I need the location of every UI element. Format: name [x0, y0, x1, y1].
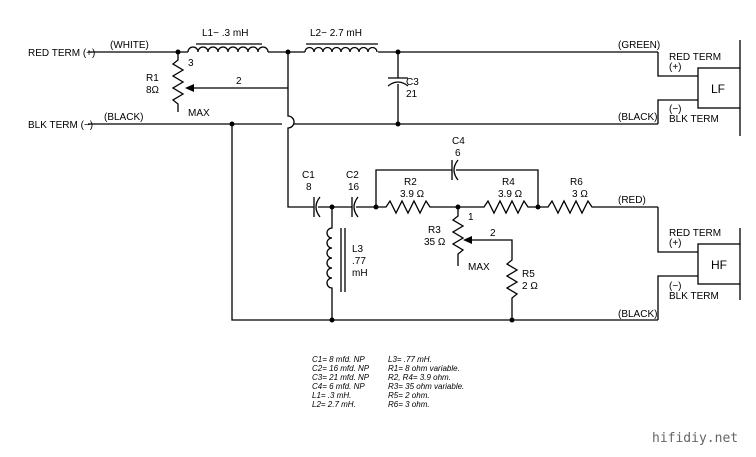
parts-legend: C1= 8 mfd. NP C2= 16 mfd. NP C3= 21 mfd.…	[312, 355, 464, 409]
r3-wiper-arrow	[463, 236, 472, 244]
lf-blk-term-label: BLK TERM	[669, 114, 719, 125]
r2-value-label: 3.9 Ω	[400, 189, 425, 200]
r2-name-label: R2	[404, 177, 417, 188]
lf-terminal-wires	[657, 52, 698, 124]
r4-value-label: 3.9 Ω	[498, 189, 523, 200]
capacitor-c2	[344, 196, 376, 218]
legend-left-line: C1= 8 mfd. NP	[312, 355, 365, 364]
hf-speaker-label: HF	[711, 258, 727, 272]
c1-name-label: C1	[302, 170, 315, 181]
r3-name-label: R3	[428, 225, 441, 236]
resistor-r1	[171, 52, 185, 112]
white-wire-label: (WHITE)	[110, 40, 149, 51]
hf-blk-term-label: BLK TERM	[669, 291, 719, 302]
r6-value-label: 3 Ω	[572, 189, 588, 200]
legend-left-line: C4= 6 mfd. NP	[312, 382, 365, 391]
r3-max-label: MAX	[468, 262, 490, 273]
r1-pin2-label: 2	[236, 76, 242, 87]
r1-name-label: R1	[146, 73, 159, 84]
capacitor-c4	[375, 159, 539, 207]
r1-pin3-label: 3	[188, 58, 194, 69]
legend-left-line: L1= .3 mH.	[312, 391, 351, 400]
hf-speaker-magnet	[697, 243, 741, 285]
l2-label: L2− 2.7 mH	[310, 28, 362, 39]
c3-value-label: 21	[406, 89, 418, 100]
hf-return-wire	[231, 124, 658, 321]
r3-pin1-label: 1	[468, 212, 474, 223]
black-lf-wire-label: (BLACK)	[618, 112, 657, 123]
r3-wiper-wire	[470, 239, 513, 252]
c3-name-label: C3	[406, 77, 419, 88]
green-wire-label: (GREEN)	[618, 40, 660, 51]
c4-name-label: C4	[452, 136, 465, 147]
capacitor-c3	[387, 52, 409, 124]
capacitor-c1	[304, 196, 344, 218]
r3-pin2-label: 2	[490, 228, 496, 239]
black-hf-wire-label: (BLACK)	[618, 309, 657, 320]
hf-plus-label: (+)	[669, 238, 682, 249]
r3-value-label: 35 Ω	[424, 237, 446, 248]
legend-left-line: L2= 2.7 mH.	[312, 400, 356, 409]
r5-value-label: 2 Ω	[522, 281, 538, 292]
junction-dot	[395, 121, 401, 127]
l3-name-label: L3	[352, 244, 364, 255]
red-term-in-label: RED TERM (+)	[28, 48, 95, 59]
r1-wiper-arrow	[185, 84, 194, 92]
lf-red-term-label: RED TERM	[669, 52, 721, 63]
legend-left-line: C3= 21 mfd. NP	[312, 373, 370, 382]
hf-terminal-wires	[657, 207, 698, 320]
l3-value-label: .77	[352, 256, 366, 267]
c1-value-label: 8	[306, 182, 312, 193]
lf-plus-label: (+)	[669, 62, 682, 73]
resistor-r4	[458, 199, 538, 215]
legend-right-line: R2, R4= 3.9 ohm.	[388, 373, 451, 382]
r1-max-label: MAX	[188, 108, 210, 119]
resistor-r6	[538, 199, 658, 215]
legend-right-line: R5= 2 ohm.	[388, 391, 430, 400]
r6-name-label: R6	[570, 177, 583, 188]
hf-red-term-label: RED TERM	[669, 228, 721, 239]
watermark: hifidiy.net	[652, 431, 738, 446]
lf-speaker-label: LF	[711, 82, 725, 96]
hf-feed-wire	[287, 52, 304, 208]
red-hf-wire-label: (RED)	[618, 195, 646, 206]
r1-value-label: 8Ω	[146, 85, 160, 96]
lf-minus-label: (−)	[669, 104, 682, 115]
c4-value-label: 6	[455, 148, 461, 159]
resistor-r5	[505, 252, 519, 320]
c2-name-label: C2	[346, 170, 359, 181]
r4-name-label: R4	[502, 177, 515, 188]
inductor-l2	[304, 43, 378, 53]
hf-minus-label: (−)	[669, 281, 682, 292]
inductor-l3	[326, 207, 346, 320]
l1-label: L1− .3 mH	[202, 28, 248, 39]
blk-term-in-label: BLK TERM (−)	[28, 120, 93, 131]
legend-right-line: L3= .77 mH.	[388, 355, 432, 364]
legend-right-line: R1= 8 ohm variable.	[388, 364, 460, 373]
legend-right-line: R3= 35 ohm variable.	[388, 382, 464, 391]
r5-name-label: R5	[522, 269, 535, 280]
resistor-r3	[451, 207, 465, 266]
resistor-r2	[376, 199, 458, 215]
c2-value-label: 16	[348, 182, 360, 193]
black-wire-label: (BLACK)	[104, 112, 143, 123]
lf-speaker-magnet	[697, 67, 741, 109]
inductor-l1	[187, 43, 269, 53]
l3-unit-label: mH	[352, 268, 368, 279]
legend-left-line: C2= 16 mfd. NP	[312, 364, 370, 373]
legend-right-line: R6= 3 ohm.	[388, 400, 430, 409]
